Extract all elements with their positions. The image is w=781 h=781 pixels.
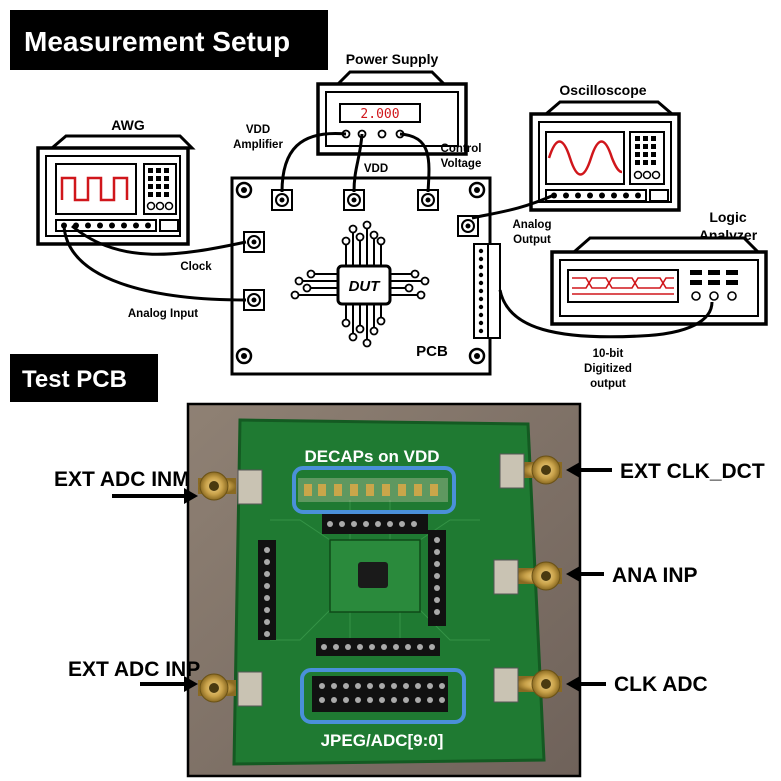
pin-header-left bbox=[258, 540, 276, 640]
logic-analyzer-label-1: Logic bbox=[709, 209, 747, 225]
power-supply: Power Supply 2.000 bbox=[316, 51, 468, 156]
oscilloscope-button-bar bbox=[545, 189, 669, 202]
pcb-board: DUT PCB bbox=[230, 176, 501, 376]
decap-row bbox=[298, 478, 448, 502]
sma-connector-analog-out bbox=[457, 215, 479, 237]
sma-connector-clock bbox=[243, 231, 265, 253]
dut-chip bbox=[298, 228, 422, 340]
pcb-title: Test PCB bbox=[22, 366, 127, 393]
control-voltage-label-2: Voltage bbox=[441, 158, 482, 170]
logic-analyzer-controls bbox=[690, 270, 738, 301]
analog-output-label-1: Analog bbox=[513, 219, 552, 231]
photo-sma-clk-dct bbox=[499, 453, 562, 489]
digitized-output-label-2: Digitized bbox=[584, 363, 632, 375]
photo-sma-inm bbox=[198, 469, 263, 505]
sma-connector-control bbox=[417, 189, 439, 211]
oscilloscope: Oscilloscope bbox=[529, 82, 681, 212]
digital-bus-trace bbox=[572, 277, 674, 295]
control-voltage-label-1: Control bbox=[441, 143, 482, 155]
awg: AWG bbox=[36, 117, 196, 246]
dut-pin-pads bbox=[290, 220, 430, 348]
vdd-amplifier-label-1: VDD bbox=[246, 124, 270, 136]
analog-input-label: Analog Input bbox=[128, 308, 198, 320]
photo-callouts: EXT ADC INM EXT CLK_DCT ANA INP EXT ADC … bbox=[54, 460, 765, 696]
ps-terminal-3 bbox=[377, 129, 387, 139]
awg-keypad bbox=[143, 163, 177, 215]
decaps-highlight-box bbox=[292, 466, 456, 514]
cable-vdd bbox=[352, 133, 364, 193]
pcb-label: PCB bbox=[416, 343, 448, 360]
pin-header-right bbox=[428, 530, 446, 626]
output-header-strip bbox=[473, 243, 501, 339]
vdd-amplifier-label-2: Amplifier bbox=[233, 139, 283, 151]
awg-label: AWG bbox=[111, 117, 145, 133]
cable-control-voltage bbox=[399, 132, 431, 193]
sma-connector-vdd bbox=[343, 189, 365, 211]
digitized-output-label-1: 10-bit bbox=[593, 348, 624, 360]
bus-highlight-box bbox=[300, 668, 466, 724]
sine-wave-trace bbox=[547, 140, 623, 176]
ext-adc-inp-label: EXT ADC INP bbox=[68, 658, 200, 681]
pin-header-bottom-upper bbox=[316, 638, 440, 656]
photo-sma-ana-inp bbox=[493, 559, 562, 595]
decaps-label: DECAPs on VDD bbox=[304, 447, 439, 466]
analog-output-label-2: Output bbox=[513, 234, 551, 246]
ext-adc-inm-label: EXT ADC INM bbox=[54, 468, 190, 491]
clock-label: Clock bbox=[180, 261, 212, 273]
dut-label: DUT bbox=[349, 278, 382, 295]
setup-header: Measurement Setup bbox=[10, 10, 328, 70]
pcb-header: Test PCB bbox=[10, 354, 158, 402]
cable-digitized-output bbox=[498, 289, 714, 339]
square-wave-trace bbox=[60, 176, 129, 202]
pin-header-bottom bbox=[312, 676, 448, 712]
ext-clk-dct-label: EXT CLK_DCT bbox=[620, 460, 765, 483]
dut-body bbox=[336, 264, 392, 306]
bus-label: JPEG/ADC[9:0] bbox=[321, 731, 444, 750]
clk-adc-label: CLK ADC bbox=[614, 673, 708, 696]
cables bbox=[62, 132, 714, 339]
power-supply-display: 2.000 bbox=[360, 107, 399, 122]
connection-labels: VDD Amplifier VDD Control Voltage Analog… bbox=[128, 124, 632, 390]
cable-analog-output bbox=[471, 193, 555, 220]
vdd-label: VDD bbox=[364, 163, 388, 175]
pcb-photo: DECAPs on VDD JPEG/ADC[9:0] bbox=[186, 402, 582, 778]
oscilloscope-label: Oscilloscope bbox=[559, 82, 646, 98]
oscilloscope-keypad bbox=[629, 131, 665, 185]
pin-header-top bbox=[322, 514, 428, 534]
logic-analyzer: Logic Analyzer bbox=[550, 209, 768, 326]
sma-connector-vdd-amp bbox=[271, 189, 293, 211]
digitized-output-label-3: output bbox=[590, 378, 626, 390]
photo-sma-inp bbox=[198, 671, 263, 707]
ana-inp-label: ANA INP bbox=[612, 564, 698, 587]
sma-connector-analog-in bbox=[243, 289, 265, 311]
power-supply-label: Power Supply bbox=[346, 51, 439, 67]
cable-clock bbox=[71, 224, 247, 256]
cable-analog-input bbox=[62, 225, 247, 302]
photo-sma-clk-adc bbox=[493, 667, 562, 703]
asic-chip bbox=[358, 562, 388, 588]
setup-title: Measurement Setup bbox=[24, 26, 290, 57]
cable-vdd-amplifier bbox=[280, 132, 347, 193]
